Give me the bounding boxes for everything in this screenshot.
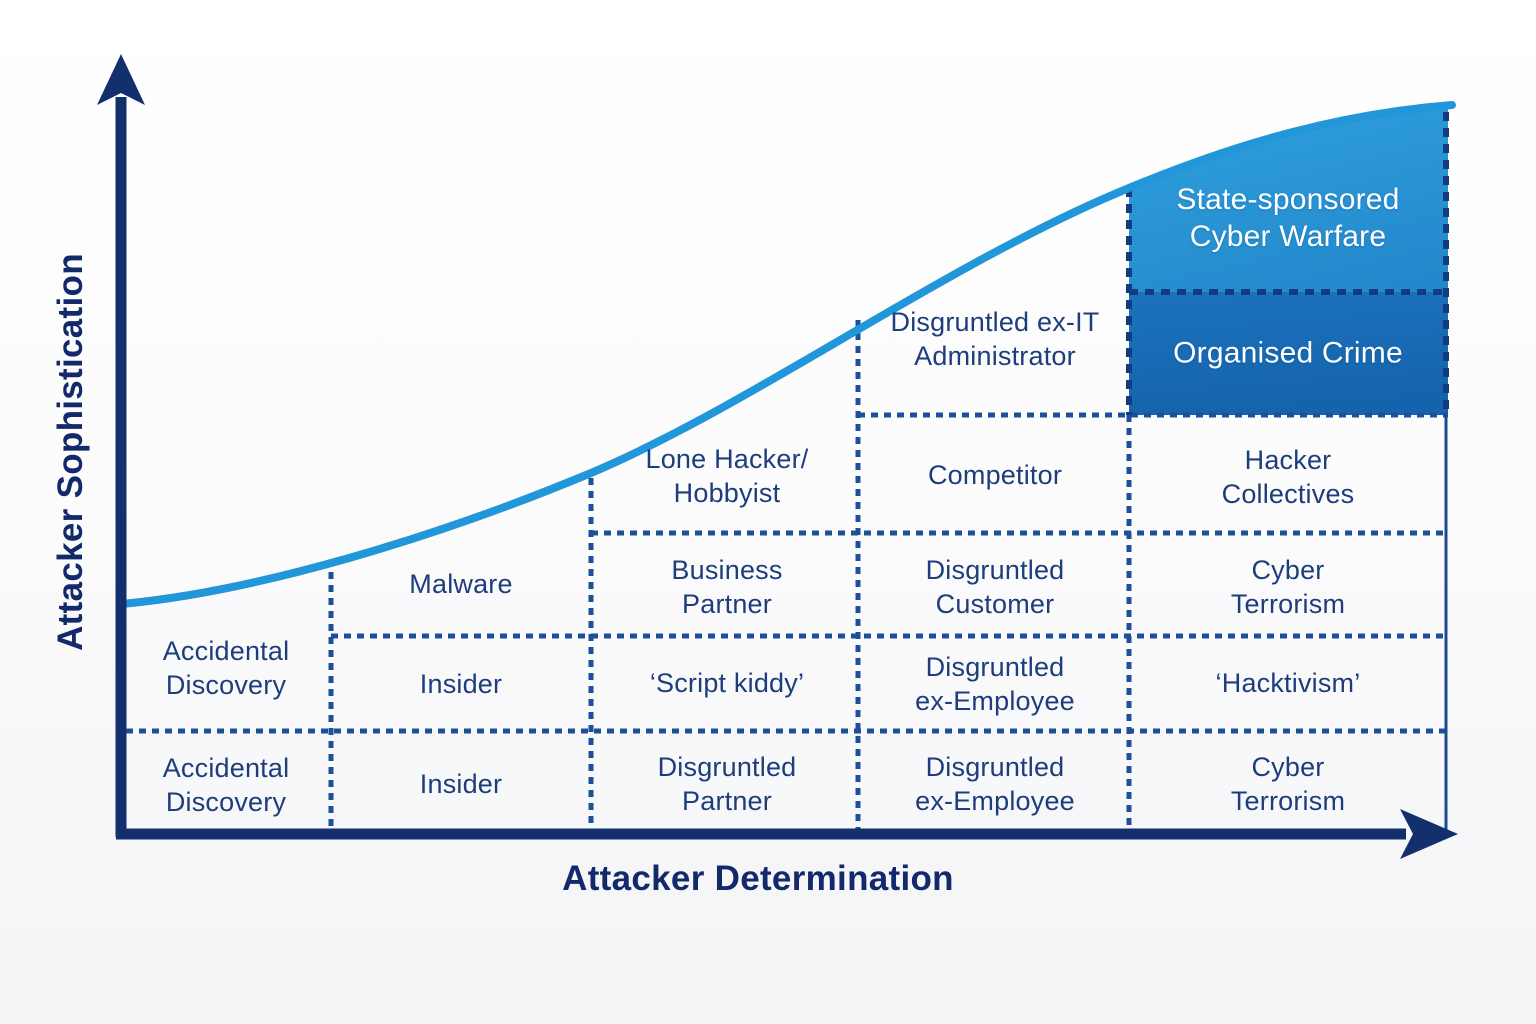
cell-organised-crime: Organised Crime xyxy=(1173,336,1403,370)
cell-hacktivism: ‘Hacktivism’ xyxy=(1215,668,1361,698)
organised-crime-region xyxy=(1129,292,1448,415)
cell-disgruntled-partner: Disgruntled Partner xyxy=(657,752,797,816)
cell-accidental-discovery-upper: Accidental Discovery xyxy=(162,636,290,700)
cell-disgruntled-ex-it-administrator: Disgruntled ex-IT Administrator xyxy=(890,307,1100,371)
cell-disgruntled-ex-employee-lower: Disgruntled ex-Employee xyxy=(915,752,1075,816)
cell-script-kiddy: ‘Script kiddy’ xyxy=(649,668,805,698)
cell-accidental-discovery-lower: Accidental Discovery xyxy=(162,753,290,817)
y-axis-arrowhead xyxy=(97,54,145,105)
cell-insider-middle: Insider xyxy=(419,669,503,699)
cell-disgruntled-customer: Disgruntled Customer xyxy=(925,555,1065,619)
cell-competitor: Competitor xyxy=(927,460,1063,490)
cell-cyber-terrorism-lower: Cyber Terrorism xyxy=(1230,752,1346,816)
cell-cyber-terrorism-upper: Cyber Terrorism xyxy=(1230,555,1346,619)
x-axis-label: Attacker Determination xyxy=(562,859,954,898)
sophistication-curve xyxy=(117,101,1456,608)
cell-malware: Malware xyxy=(409,569,513,599)
cell-disgruntled-ex-employee-middle: Disgruntled ex-Employee xyxy=(915,652,1075,716)
cell-business-partner: Business Partner xyxy=(671,555,783,619)
cell-insider-lower: Insider xyxy=(419,769,503,799)
y-axis-label: Attacker Sophistication xyxy=(51,253,90,651)
cell-hacker-collectives: Hacker Collectives xyxy=(1221,445,1355,509)
cell-lone-hacker-hobbyist: Lone Hacker/ Hobbyist xyxy=(645,444,809,508)
cell-state-sponsored-cyber-warfare: State-sponsored Cyber Warfare xyxy=(1176,183,1400,253)
x-axis-arrowhead xyxy=(1400,809,1458,859)
